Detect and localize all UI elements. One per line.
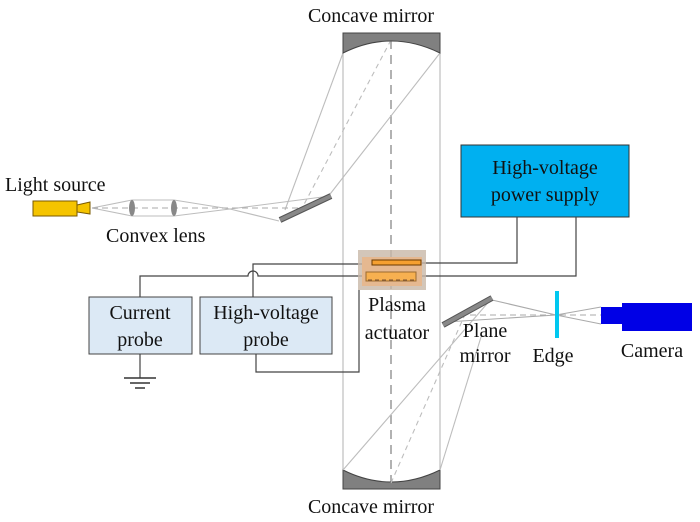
light-source-nozzle <box>76 201 91 215</box>
concave-mirror-bottom-label: Concave mirror <box>308 496 434 518</box>
concave-mirror-top-label: Concave mirror <box>308 5 434 27</box>
top-rays <box>284 39 441 213</box>
light-source-icon <box>32 200 78 217</box>
hv-probe-box: High-voltage probe <box>199 296 333 355</box>
parallel-beam <box>342 53 441 470</box>
convex-lens-label: Convex lens <box>106 225 206 247</box>
plasma-actuator-label-2: actuator <box>365 322 430 344</box>
source-rays <box>91 195 331 222</box>
edge-label: Edge <box>532 345 573 367</box>
hv-probe-label-1: High-voltage <box>213 302 319 324</box>
plasma-actuator <box>358 250 426 290</box>
current-probe-label-2: probe <box>117 329 163 351</box>
power-supply-label-2: power supply <box>491 184 599 206</box>
power-supply-label-1: High-voltage <box>492 157 598 179</box>
camera-icon <box>601 303 692 331</box>
knife-edge <box>555 291 559 338</box>
convex-lens-2 <box>171 200 177 216</box>
hv-probe-label-2: probe <box>243 329 289 351</box>
concave-mirror-bottom <box>342 469 441 490</box>
current-probe-label-1: Current <box>109 302 171 324</box>
light-source-label: Light source <box>5 174 106 196</box>
ground-icon <box>124 377 156 389</box>
plasma-actuator-label-1: Plasma <box>368 294 426 316</box>
power-supply-box: High-voltage power supply <box>460 144 630 218</box>
camera-label: Camera <box>621 340 683 362</box>
bottom-rays <box>342 297 493 484</box>
plane-mirror-label-2: mirror <box>459 345 510 367</box>
plane-mirror-label-1: Plane <box>463 320 508 342</box>
concave-mirror-top <box>342 32 441 54</box>
current-probe-box: Current probe <box>88 296 193 355</box>
convex-lens-1 <box>129 200 135 216</box>
